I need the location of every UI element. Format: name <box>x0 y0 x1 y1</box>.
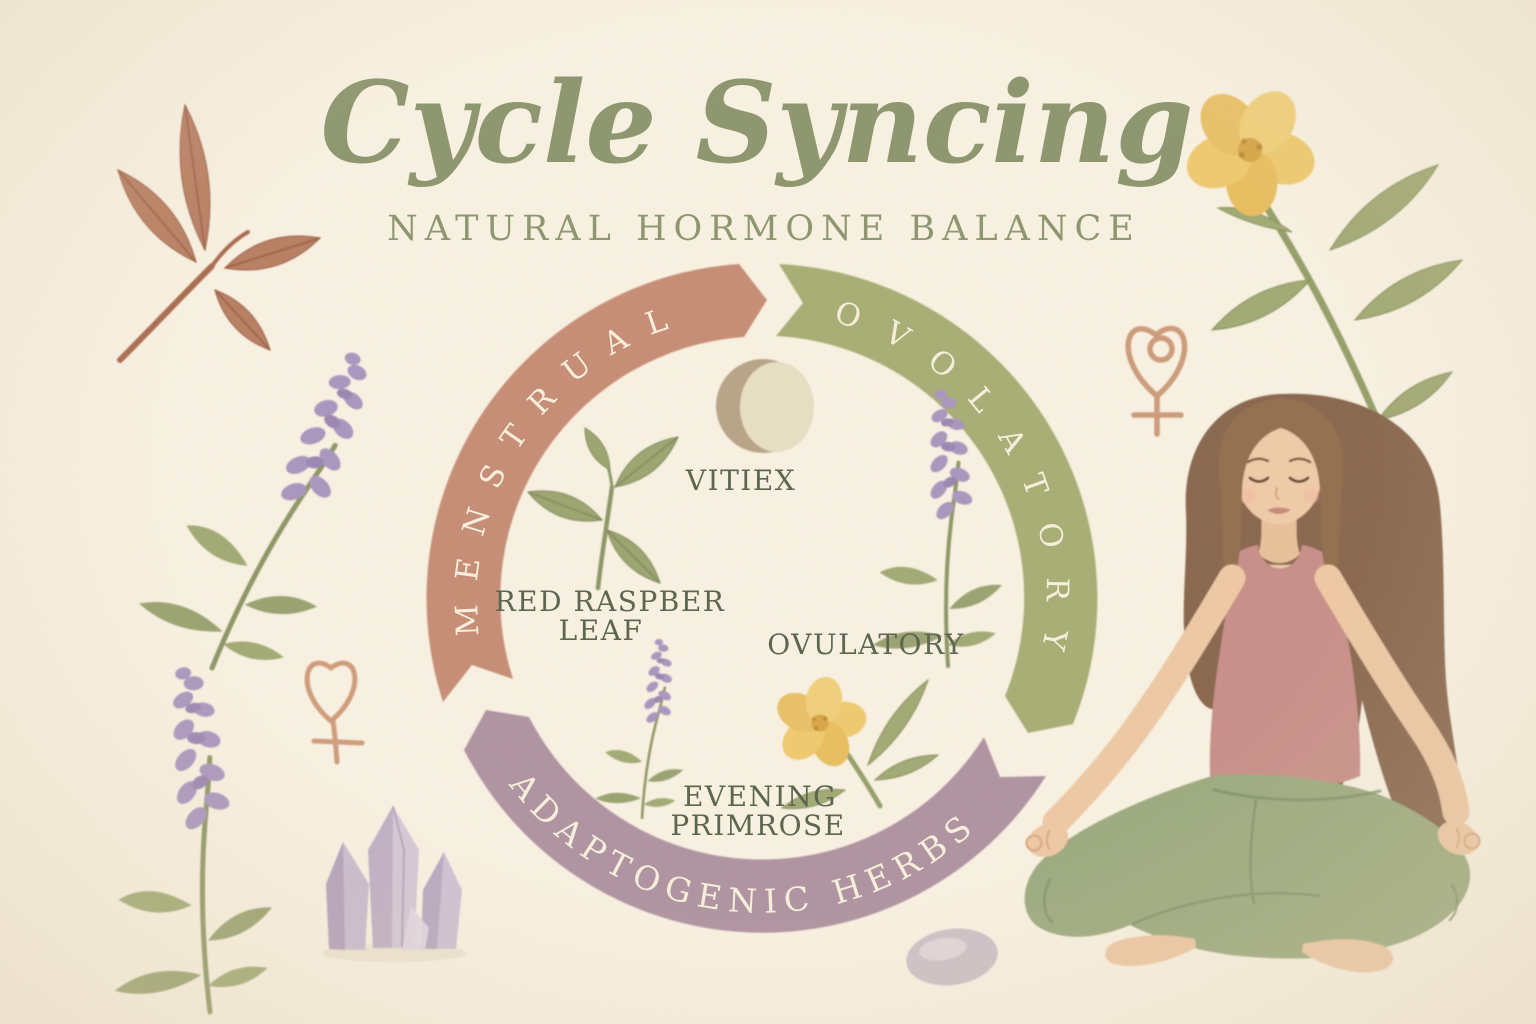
page-subtitle: NATURAL HORMONE BALANCE <box>387 209 1141 249</box>
heart-venus-icon <box>304 660 365 765</box>
foot-left <box>1105 935 1196 967</box>
lavender-sprig-icon <box>47 660 292 1024</box>
herb-label-primrose-line2: PRIMROSE <box>670 809 845 842</box>
herb-label-vitex: VITIEX <box>685 464 796 497</box>
herb-label-raspberry-line2: LEAF <box>559 614 644 647</box>
heart-venus-loop-icon <box>1125 325 1188 437</box>
raspberry-leaf-branch-icon <box>117 103 322 363</box>
evening-primrose-branch-icon <box>1165 63 1464 454</box>
lavender-sprig-icon <box>127 315 387 691</box>
page-title: Cycle Syncing <box>320 58 1193 189</box>
raspberry-leaf-icon <box>527 427 679 591</box>
amethyst-crystal-icon <box>323 805 467 962</box>
herb-label-ovulatory: OVULATORY <box>767 628 964 661</box>
header: Cycle Syncing NATURAL HORMONE BALANCE <box>320 58 1193 249</box>
lavender-sprig-icon <box>585 636 687 822</box>
cycle-wheel: MENSTRUAL OVOLATORY ADAPTOGENIC HERBS VI… <box>426 264 1098 933</box>
moon-phase-icon <box>716 359 814 453</box>
pebble-icon <box>906 928 998 986</box>
meditating-woman <box>1024 393 1481 973</box>
